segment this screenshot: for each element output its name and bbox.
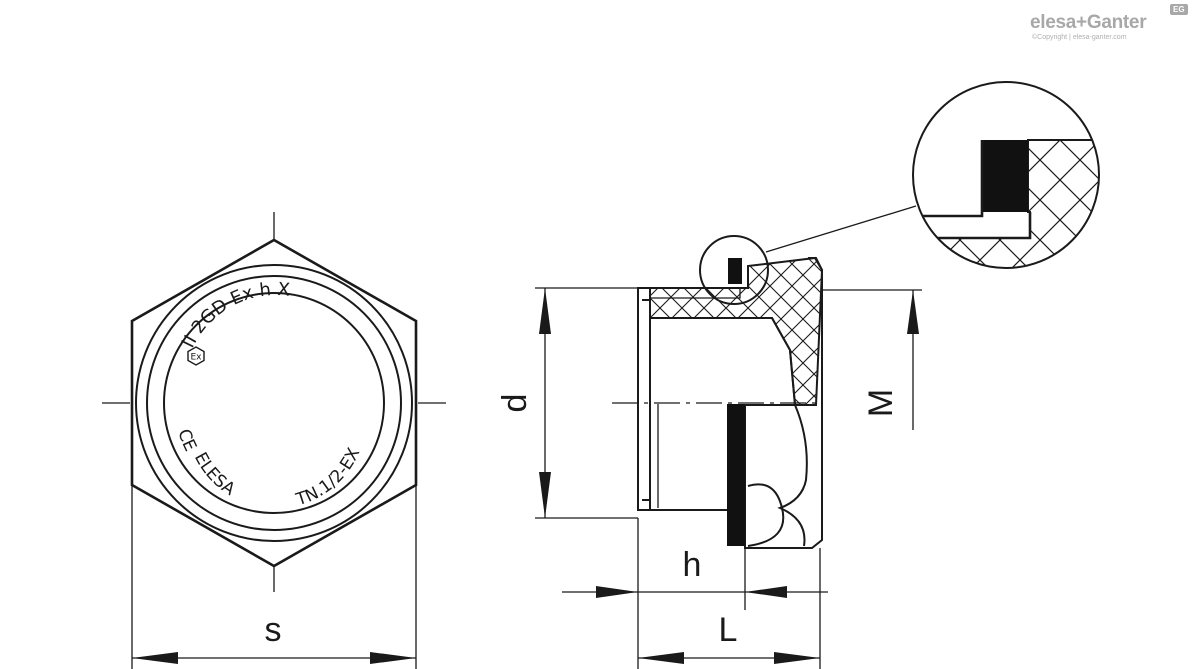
svg-text:Ex: Ex [190, 353, 202, 363]
gasket-vertical [727, 404, 745, 546]
dim-h-label: h [683, 546, 702, 584]
detail-gasket [982, 140, 1028, 212]
dim-d-arrow-top [539, 288, 551, 334]
shank-outer-edge [637, 287, 651, 511]
gasket-top [728, 258, 742, 284]
inner-ring [163, 292, 385, 514]
detail-leader-line [765, 205, 917, 253]
dim-m-arrow-top [907, 290, 919, 334]
marking-maker: ELESA [190, 449, 239, 500]
thread-chamfer [642, 299, 650, 501]
detail-thread-outline [913, 212, 1032, 240]
dim-d-label: d [496, 394, 534, 413]
detail-callout-circle [699, 235, 769, 305]
outer-ring [135, 264, 413, 542]
dim-s-arrow-left [132, 652, 178, 664]
brand-name: elesa+Ganter [1030, 12, 1147, 33]
marking-ce: CE [173, 427, 200, 455]
detail-circle [912, 81, 1100, 269]
shank-body [649, 296, 728, 511]
ex-hexagon-icon: Ex [187, 346, 205, 366]
dim-s-arrow-right [370, 652, 416, 664]
detail-view [912, 81, 1100, 269]
brand-badge: EG [1170, 4, 1188, 15]
middle-ring [146, 275, 402, 531]
hexagon-outline [130, 238, 418, 568]
brand-logo: elesa+Ganter EG ©Copyright | elesa-gante… [1030, 4, 1190, 46]
dim-m-label: M [862, 389, 900, 417]
dim-s-label: s [265, 611, 282, 649]
dim-h-arrow-left [596, 586, 638, 598]
thread-profile-top [650, 288, 741, 299]
dim-l-arrow-left [638, 652, 684, 664]
detail-step-outline [913, 140, 984, 218]
cap-inner-contour [650, 317, 796, 406]
lens-dome [747, 483, 785, 547]
front-view: Ex II 2GD Ex h X CE ELESA TN.1/2-EX s [102, 212, 446, 669]
lens-profile [745, 404, 808, 547]
dim-l-arrow-right [774, 652, 820, 664]
dim-h-arrow-right [745, 586, 787, 598]
dim-l-label: L [719, 611, 738, 649]
dim-d-arrow-bottom [539, 472, 551, 518]
brand-copyright: ©Copyright | elesa-ganter.com [1032, 34, 1127, 41]
side-section-view: d M h L [496, 205, 922, 669]
detail-hatch [913, 139, 1099, 268]
